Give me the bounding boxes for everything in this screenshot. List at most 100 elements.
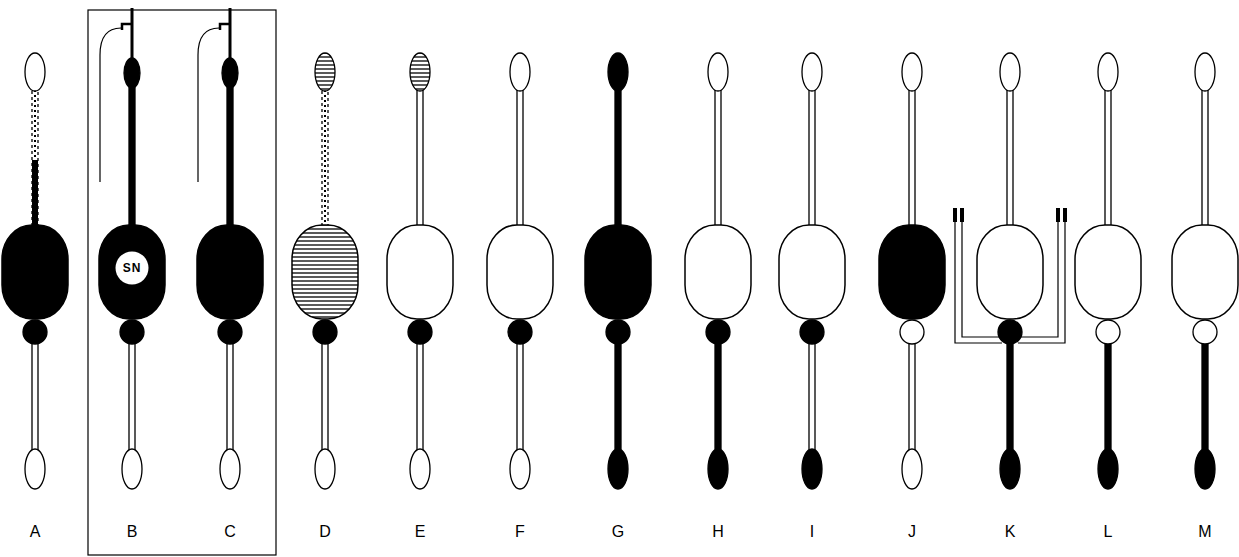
lower-process xyxy=(322,340,328,452)
small-soma xyxy=(800,320,824,344)
bottom-terminal xyxy=(220,449,240,489)
neuron-figure xyxy=(953,53,1067,489)
cell-body xyxy=(879,225,945,319)
neuron-figure xyxy=(585,53,651,489)
lower-process xyxy=(129,340,135,452)
bottom-terminal xyxy=(608,449,628,489)
electrode-wire xyxy=(198,28,219,182)
cell-body xyxy=(779,225,845,319)
cell-body xyxy=(977,225,1043,319)
neuron-figure xyxy=(879,53,945,489)
small-soma xyxy=(508,320,532,344)
bottom-terminal xyxy=(510,449,530,489)
panel-letter: E xyxy=(415,523,426,541)
panel-letter: M xyxy=(1198,523,1211,541)
top-terminal xyxy=(510,53,530,91)
bottom-terminal xyxy=(122,449,142,489)
lower-process xyxy=(1007,340,1013,452)
neuron-figure xyxy=(99,8,165,489)
upper-process xyxy=(615,86,621,228)
cell-body xyxy=(99,225,165,319)
dotted-core xyxy=(324,90,326,226)
bottom-terminal xyxy=(1195,449,1215,489)
lower-process xyxy=(615,340,621,452)
top-terminal xyxy=(1195,53,1215,91)
top-terminal xyxy=(222,58,238,88)
bottom-terminal xyxy=(902,449,922,489)
top-terminal xyxy=(410,53,430,91)
small-soma xyxy=(313,320,337,344)
upper-process xyxy=(715,86,721,228)
top-terminal xyxy=(25,53,45,91)
neuron-figure xyxy=(292,53,358,489)
upper-process xyxy=(227,86,233,228)
neuron-figure xyxy=(487,53,553,489)
panel-letter: I xyxy=(810,523,814,541)
panel-letter: B xyxy=(127,523,138,541)
pipette-tip xyxy=(1063,208,1067,222)
neuron-figure xyxy=(685,53,751,489)
bottom-terminal xyxy=(1000,449,1020,489)
electrode-tick xyxy=(122,24,132,30)
small-soma xyxy=(408,320,432,344)
neuron-figure xyxy=(1075,53,1141,489)
nucleus-fill xyxy=(116,252,149,285)
neuron-figure xyxy=(387,53,453,489)
bottom-terminal xyxy=(315,449,335,489)
bottom-terminal xyxy=(410,449,430,489)
nucleus-circle: SN xyxy=(115,251,149,285)
lower-process xyxy=(417,340,423,452)
small-soma xyxy=(23,320,47,344)
bottom-terminal xyxy=(25,449,45,489)
electrode xyxy=(131,8,134,60)
cell-body xyxy=(2,225,68,319)
lower-process xyxy=(1105,340,1111,452)
top-terminal xyxy=(315,53,335,91)
upper-process xyxy=(129,86,135,228)
upper-process xyxy=(517,86,523,228)
top-terminal xyxy=(124,58,140,88)
cell-body xyxy=(1172,225,1238,319)
cell-body xyxy=(1075,225,1141,319)
electrode-tick xyxy=(220,24,230,30)
small-soma xyxy=(1096,320,1120,344)
cell-body xyxy=(585,225,651,319)
top-terminal xyxy=(802,53,822,91)
panel-letter: D xyxy=(319,523,331,541)
lower-process xyxy=(909,340,915,452)
upper-process xyxy=(32,86,38,228)
nucleus-label: SN xyxy=(123,261,142,275)
electrode xyxy=(229,8,232,60)
cell-body xyxy=(487,225,553,319)
panel-letter: L xyxy=(1104,523,1113,541)
cell-body xyxy=(197,225,263,319)
upper-process xyxy=(417,86,423,228)
bottom-terminal xyxy=(708,449,728,489)
panel-letter: F xyxy=(515,523,525,541)
upper-process xyxy=(809,86,815,228)
lower-process xyxy=(32,340,38,452)
upper-process xyxy=(1007,86,1013,228)
lower-process xyxy=(227,340,233,452)
small-soma xyxy=(998,320,1022,344)
bottom-terminal xyxy=(802,449,822,489)
upper-process xyxy=(1105,86,1111,228)
top-terminal xyxy=(608,53,628,91)
cell-body xyxy=(292,225,358,319)
lower-process xyxy=(715,340,721,452)
bottom-terminal xyxy=(1098,449,1118,489)
top-terminal xyxy=(708,53,728,91)
electrode-wire xyxy=(100,28,121,182)
lower-process xyxy=(517,340,523,452)
upper-process xyxy=(322,86,328,228)
top-terminal xyxy=(902,53,922,91)
pipette-tip xyxy=(1056,208,1060,222)
neuron-figure xyxy=(2,53,68,489)
cell-body xyxy=(387,225,453,319)
top-terminal xyxy=(1098,53,1118,91)
small-soma xyxy=(900,320,924,344)
neuron-figure xyxy=(779,53,845,489)
neuron-figure xyxy=(197,8,263,489)
group-frame xyxy=(88,10,276,555)
